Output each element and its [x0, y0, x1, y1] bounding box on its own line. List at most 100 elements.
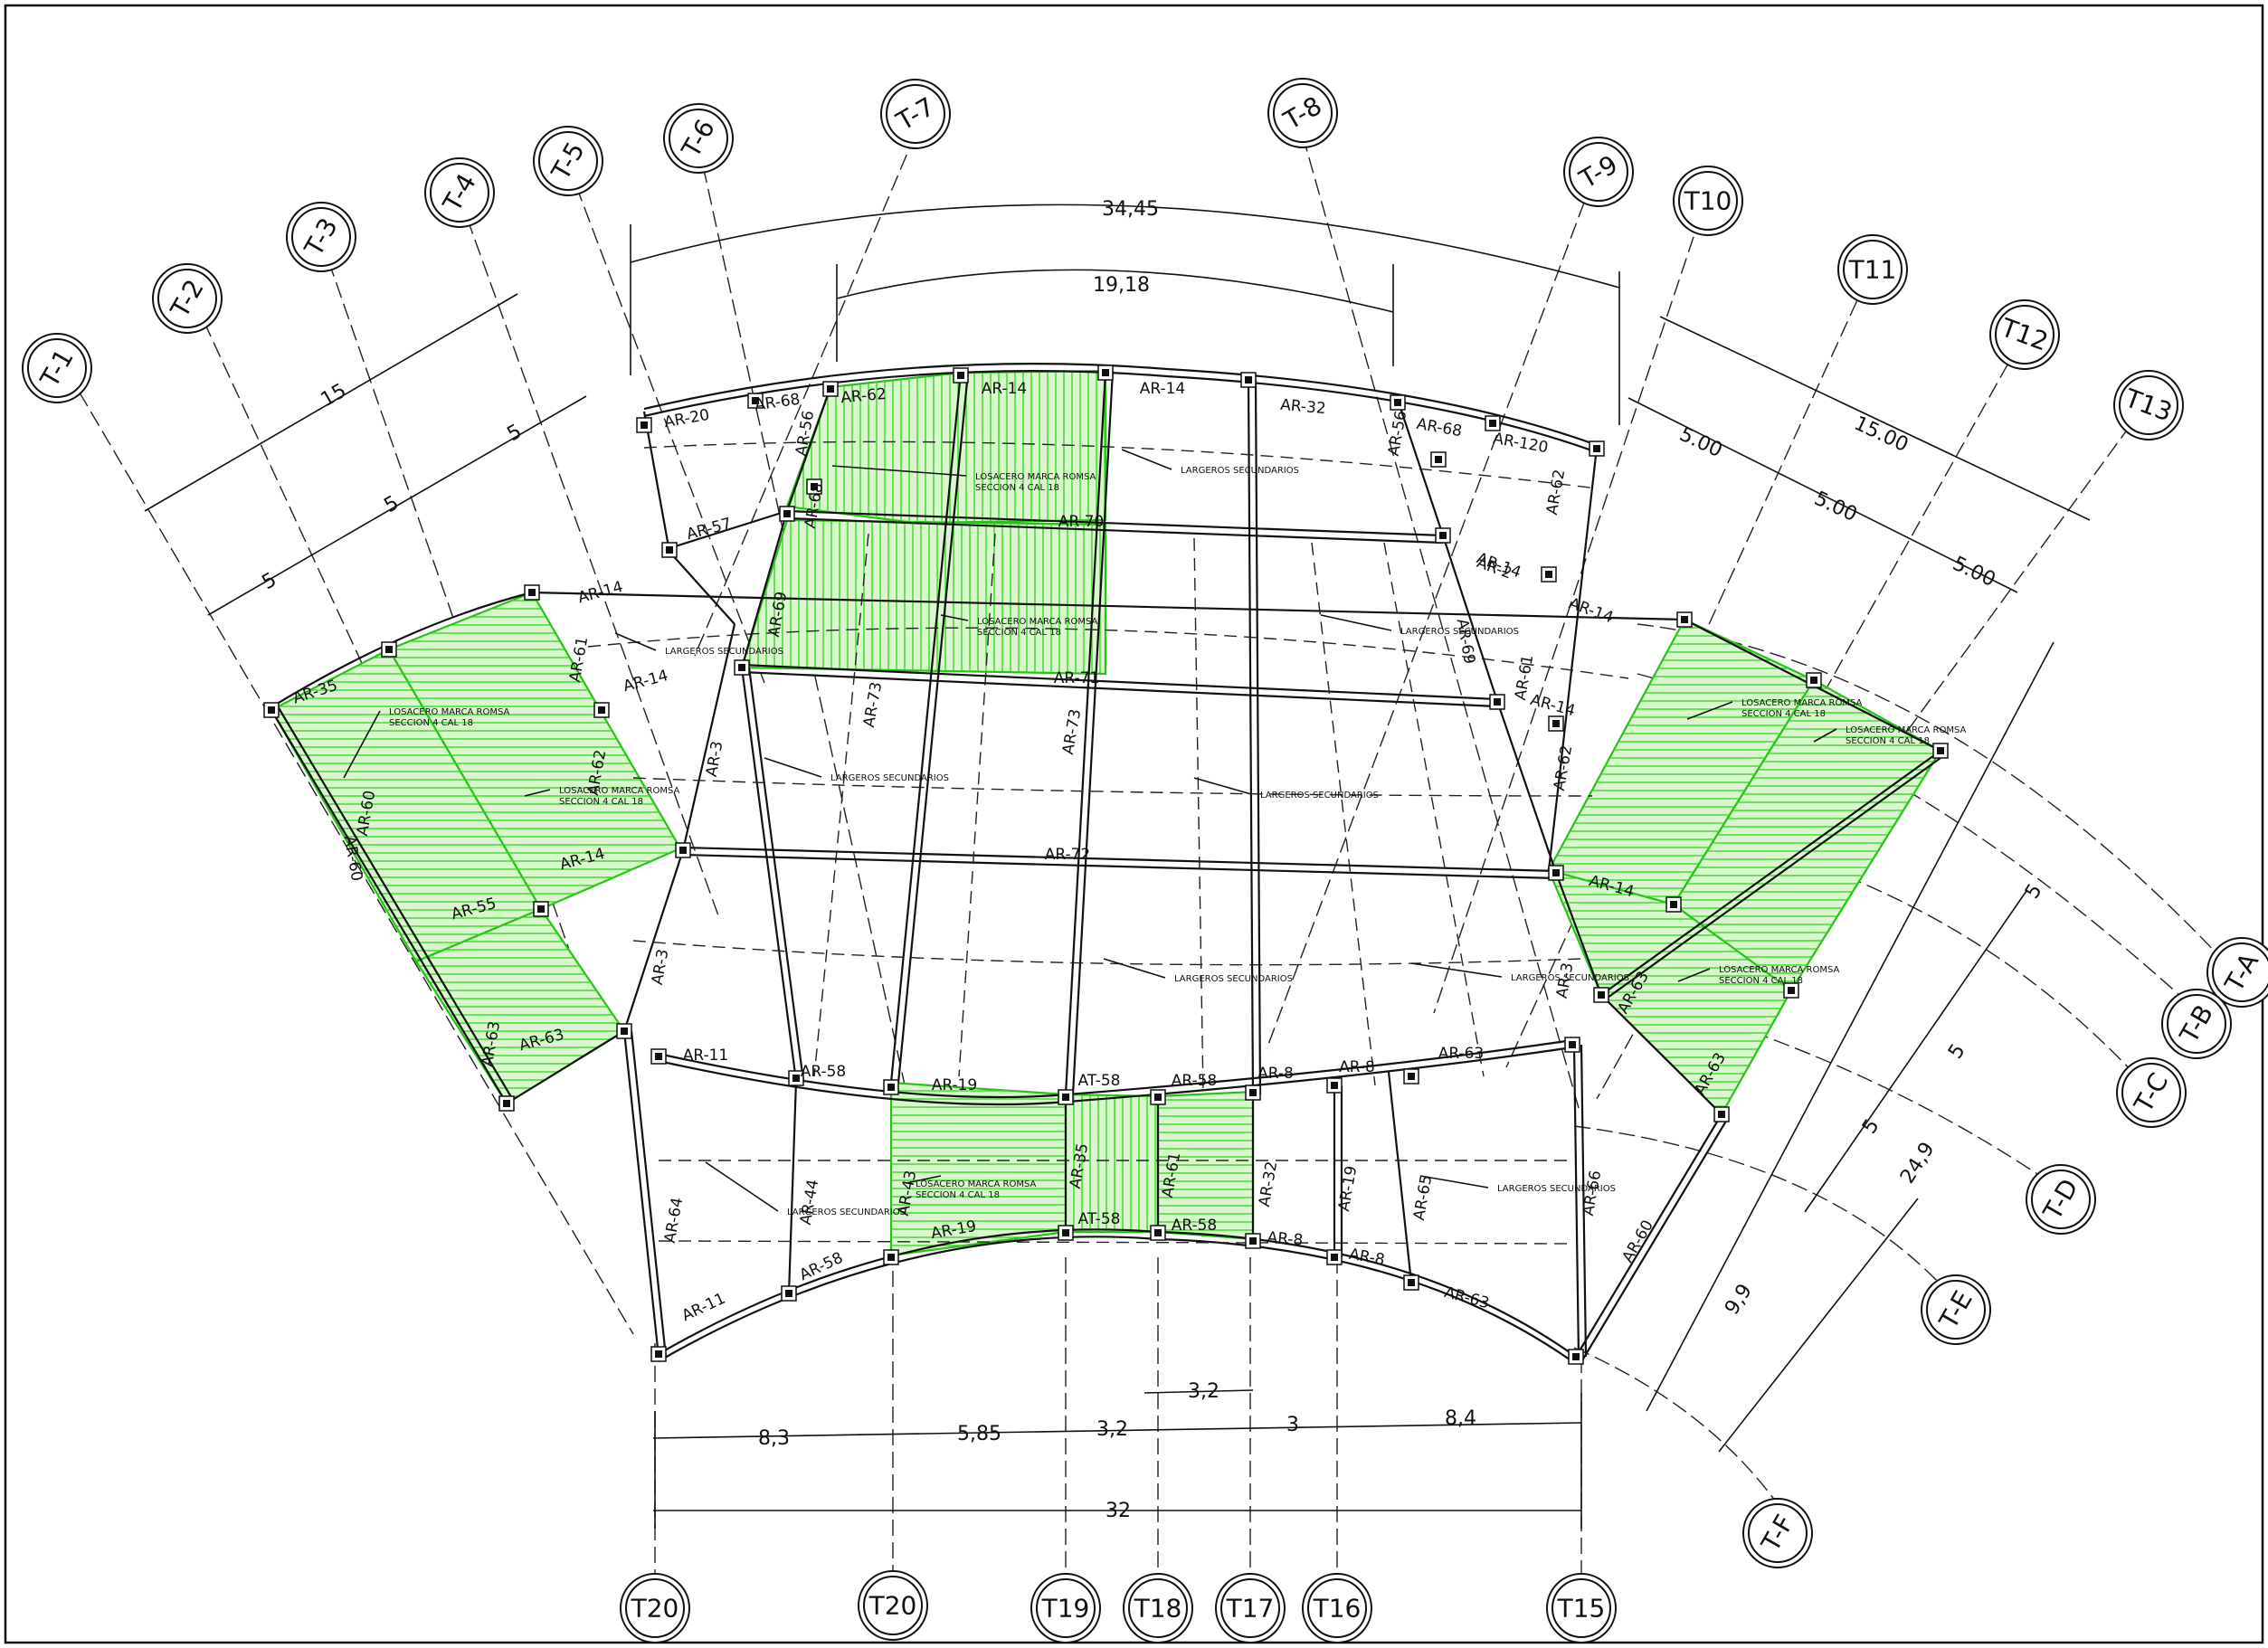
note-leader [1410, 962, 1503, 978]
beam-label: AR-58 [1172, 1072, 1218, 1090]
dim-side-c: 5 [1858, 1115, 1884, 1138]
bubble-inner-ring [1748, 1503, 1808, 1563]
bubble-outer-ring [2161, 989, 2232, 1059]
note-leader [906, 1175, 942, 1184]
column-node-core [1494, 698, 1501, 706]
bubble-outer-ring [424, 157, 495, 228]
beam-label: AR-73 [1059, 708, 1085, 756]
column-node-core [1718, 1111, 1725, 1118]
bubble-inner-ring [1926, 1280, 1986, 1340]
column-node-core [1408, 1073, 1415, 1080]
bubble-inner-ring [2167, 994, 2226, 1054]
note-largeros: LARGEROS SECUNDARIOS [1193, 777, 1379, 800]
beam-label: AR-14 [1140, 380, 1186, 398]
radial-axis-bubble: T-4 [424, 157, 495, 228]
dim-right-2: 5.00 [1810, 488, 1860, 526]
radial-axis-bubble: T-1 [22, 333, 92, 403]
beam-label: AR-62 [840, 385, 887, 407]
radial-axis-bubble: T-5 [533, 126, 603, 196]
note-leader [1320, 614, 1392, 631]
column-node-core [1249, 1237, 1257, 1245]
bubble-label: T20 [631, 1594, 679, 1624]
bubble-outer-ring [286, 202, 356, 272]
bubble-inner-ring [625, 1578, 685, 1638]
bubble-outer-ring [858, 1570, 928, 1641]
bubble-label: T18 [1134, 1594, 1182, 1624]
column-node-core [1245, 376, 1252, 384]
note-leader [1677, 968, 1711, 982]
bubble-outer-ring [620, 1573, 690, 1643]
bubble-inner-ring [1569, 142, 1628, 202]
bubble-inner-ring [2119, 375, 2178, 435]
bubble-inner-ring [2212, 942, 2268, 1002]
note-text-2: SECCION 4 CAL 18 [977, 628, 1061, 638]
note-leader [524, 789, 551, 797]
hatch-group [742, 520, 1101, 674]
beam-label: AR-19 [932, 1076, 978, 1094]
column-node-core [827, 385, 834, 393]
bubble-outer-ring [2206, 937, 2268, 1008]
bubble-outer-ring [1546, 1573, 1617, 1643]
column-node-core [598, 706, 605, 714]
beam-label: AR-32 [1256, 1160, 1281, 1208]
bottom-axis-bubble: T19 [1030, 1573, 1101, 1643]
bubble-label: T10 [1684, 186, 1732, 216]
note-text-2: SECCION 4 CAL 18 [975, 483, 1059, 493]
dim-bottom-seg-6: 8,4 [1445, 1407, 1476, 1430]
column-node-core [1331, 1082, 1338, 1089]
beam-label: AT-58 [1078, 1210, 1121, 1228]
bubble-outer-ring [2113, 370, 2184, 440]
beam-label: AR-44 [797, 1179, 822, 1227]
note-text: LARGEROS SECUNDARIOS [1511, 973, 1629, 983]
bottom-axis-bubble: T20 [620, 1573, 690, 1643]
beam-label: AR-71 [1054, 669, 1100, 687]
column-node-core [738, 664, 745, 671]
beam-label: AR-14 [982, 380, 1028, 398]
bubble-label: T20 [868, 1591, 917, 1621]
note-largeros: LARGEROS SECUNDARIOS [1419, 1175, 1616, 1194]
note-text-2: SECCION 4 CAL 18 [1719, 976, 1803, 986]
bubble-outer-ring [880, 79, 951, 149]
dim-arc-outer: 34,45 [1102, 198, 1159, 221]
bubble-inner-ring [1552, 1578, 1611, 1638]
column-node-core [385, 646, 393, 653]
note-text: LARGEROS SECUNDARIOS [787, 1208, 906, 1217]
bubble-outer-ring [1563, 137, 1634, 207]
radial-axis-bubble: T11 [1837, 234, 1908, 305]
note-text: LARGEROS SECUNDARIOS [1400, 627, 1519, 637]
bubble-inner-ring [1273, 83, 1333, 143]
note-text: LOSACERO MARCA ROMSA [977, 617, 1097, 627]
bottom-axis-bubble: T18 [1123, 1573, 1193, 1643]
bubble-outer-ring [1742, 1498, 1813, 1568]
note-largeros: LARGEROS SECUNDARIOS [764, 757, 949, 783]
bubble-inner-ring [1843, 240, 1903, 299]
column-node-core [1552, 720, 1560, 727]
bubble-label: T16 [1313, 1594, 1362, 1624]
bubble-outer-ring [152, 263, 223, 334]
note-text: LOSACERO MARCA ROMSA [1719, 965, 1839, 975]
column-node-core [785, 1290, 792, 1297]
beam-label: AR-58 [1172, 1217, 1218, 1235]
beam-label: AR-8 [1339, 1058, 1375, 1076]
beam-label: AR-2 [1475, 554, 1514, 582]
column-nodes [263, 365, 1949, 1365]
beam-label: AR-63 [1438, 1045, 1485, 1063]
column-node-core [1154, 1094, 1162, 1101]
bubble-outer-ring [1837, 234, 1908, 305]
hatch-group [1066, 1094, 1156, 1232]
beam-label: AR-64 [661, 1197, 687, 1245]
bubble-outer-ring [1921, 1274, 1991, 1345]
column-node-core [679, 847, 687, 854]
note-text: LOSACERO MARCA ROMSA [1846, 725, 1966, 735]
radial-axis-bubble: T-6 [663, 103, 734, 174]
beam-label: AR-61 [566, 636, 592, 684]
dim-bottom-seg-4: 3,2 [1188, 1380, 1219, 1403]
column-node-core [1249, 1089, 1257, 1096]
beam-label: AR-3 [649, 948, 673, 987]
bubble-inner-ring [1220, 1578, 1280, 1638]
bubble-inner-ring [430, 163, 489, 223]
dim-bottom-seg-3: 3,2 [1096, 1418, 1128, 1441]
